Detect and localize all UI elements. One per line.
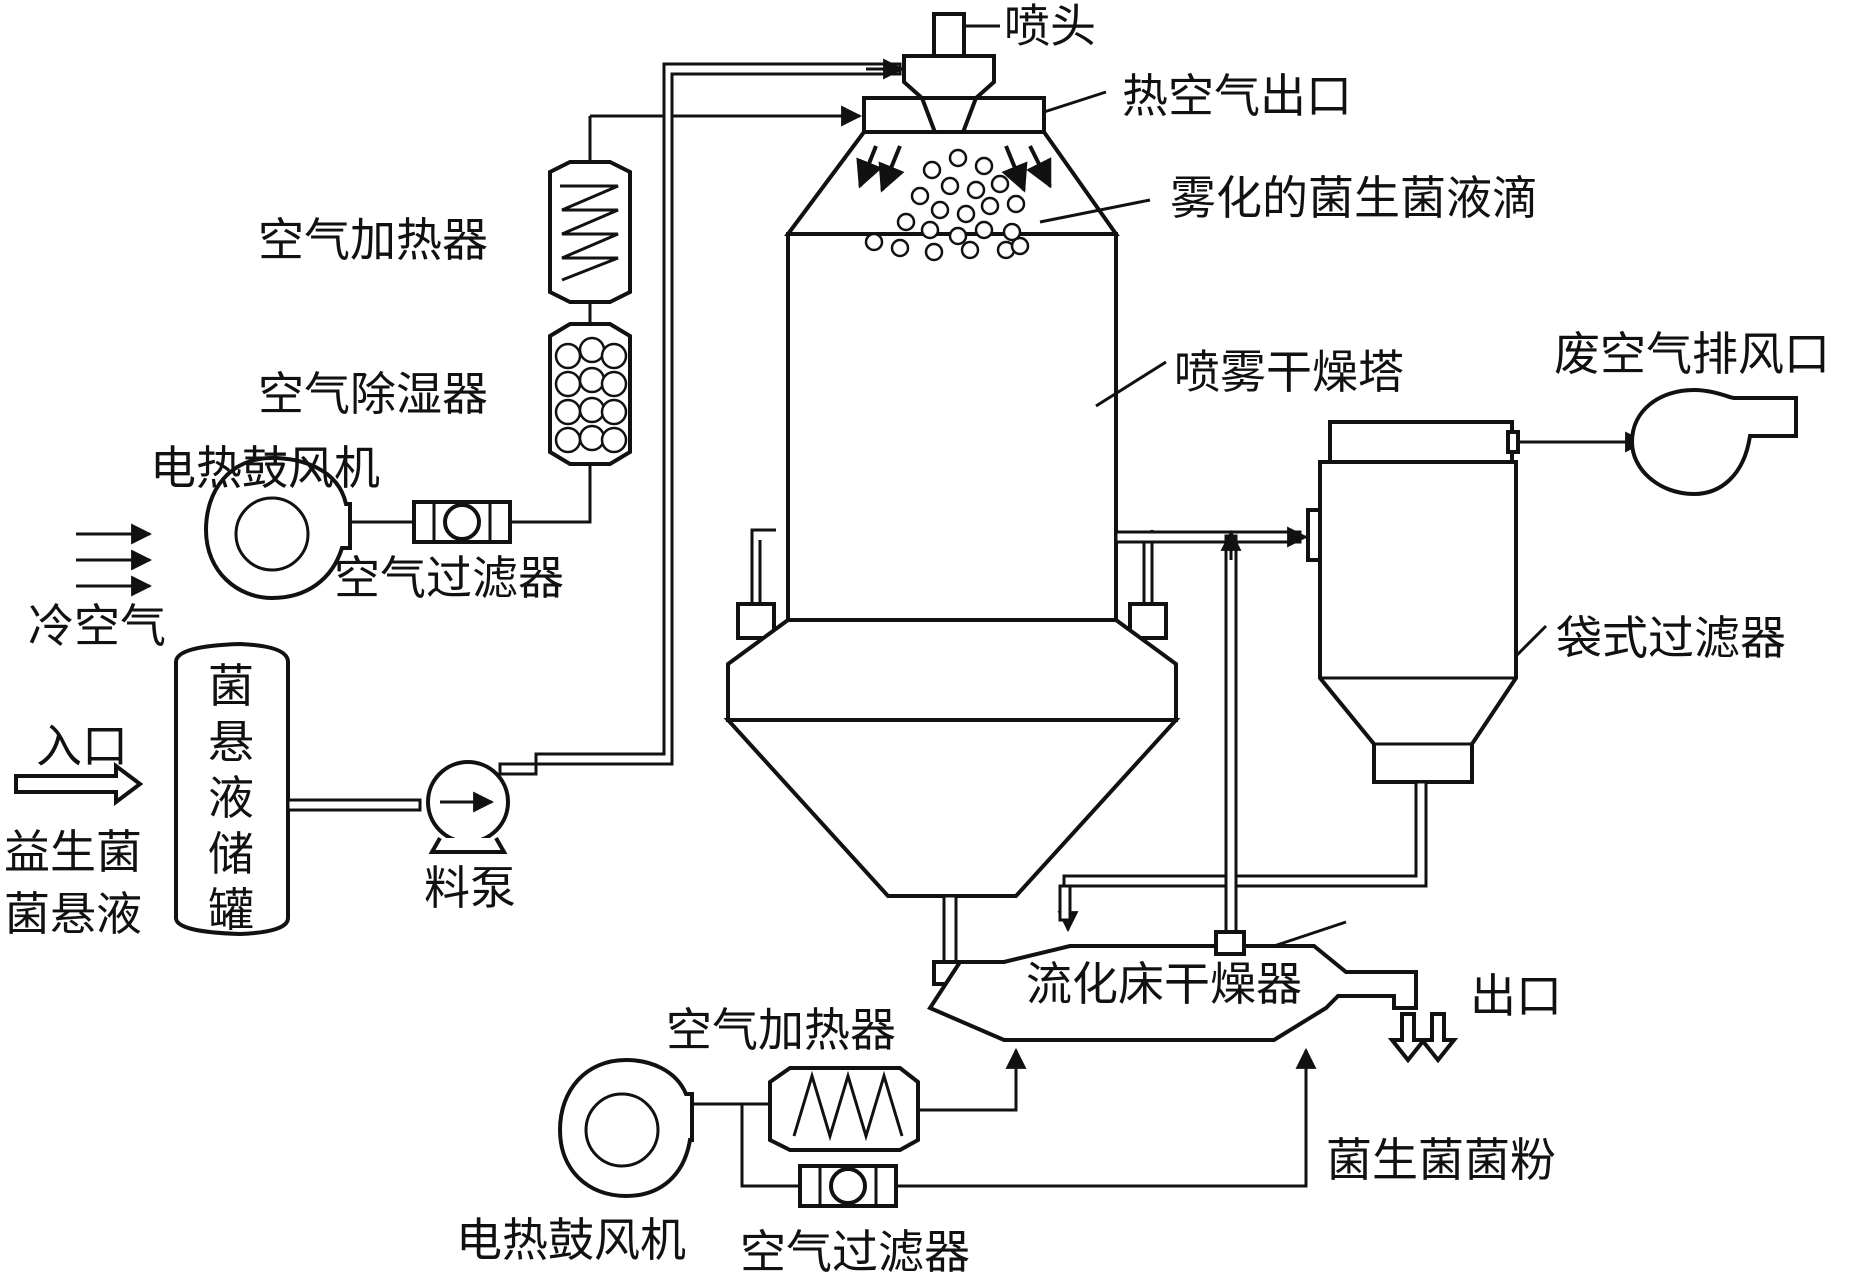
spray-drying-tower bbox=[723, 12, 1181, 986]
inlet-arrow bbox=[14, 762, 144, 806]
bag-filter-top-box bbox=[1328, 420, 1514, 464]
cold-air-arrows bbox=[76, 523, 153, 597]
label-feed-pump: 料泵 bbox=[424, 861, 516, 915]
outlet-arrow-1 bbox=[1387, 1012, 1429, 1064]
leader-lines bbox=[1039, 90, 1548, 658]
fluid-bed-dryer bbox=[927, 944, 1418, 1042]
tower-bottom-cone bbox=[723, 718, 1181, 898]
bag-filter-system bbox=[1057, 387, 1798, 933]
feed-system bbox=[14, 58, 905, 937]
label-blower-top: 电热鼓风机 bbox=[150, 441, 380, 495]
label-powder: 菌生菌菌粉 bbox=[1326, 1133, 1556, 1187]
blower-top bbox=[203, 455, 352, 601]
air-heater-top bbox=[548, 160, 632, 304]
fluid-bed-system bbox=[557, 529, 1459, 1208]
label-dehumidifier: 空气除湿器 bbox=[258, 367, 488, 421]
label-tank-char-4: 储 bbox=[208, 827, 254, 881]
label-outlet: 出口 bbox=[1470, 969, 1562, 1023]
label-air-heater-top: 空气加热器 bbox=[258, 213, 488, 267]
label-inlet: 入口 bbox=[36, 719, 128, 773]
label-cold-air: 冷空气 bbox=[28, 599, 166, 653]
feed-pump bbox=[426, 760, 538, 854]
label-tank-char-3: 液 bbox=[208, 771, 254, 825]
label-exhaust-fan: 废空气排风口 bbox=[1554, 327, 1830, 381]
label-fluid-bed: 流化床干燥器 bbox=[1026, 957, 1302, 1011]
label-tank-char-2: 悬 bbox=[208, 715, 254, 769]
outlet-arrow-2 bbox=[1417, 1012, 1459, 1064]
atomized-droplets bbox=[864, 148, 1030, 262]
label-spray-tower: 喷雾干燥塔 bbox=[1174, 345, 1404, 399]
labels: 喷头 热空气出口 雾化的菌生菌液滴 喷雾干燥塔 废空气排风口 袋式过滤器 空气加… bbox=[4, 0, 1830, 1278]
tower-skirt bbox=[726, 618, 1178, 722]
label-air-filter-bottom: 空气过滤器 bbox=[740, 1225, 970, 1278]
air-heater-bottom bbox=[768, 1066, 920, 1152]
blower-bottom bbox=[557, 1057, 694, 1199]
label-hot-air-outlet: 热空气出口 bbox=[1122, 69, 1352, 123]
label-tank-char-5: 罐 bbox=[208, 883, 254, 937]
label-blower-bottom: 电热鼓风机 bbox=[456, 1213, 686, 1267]
label-nozzle: 喷头 bbox=[1004, 0, 1096, 53]
label-tank-char-1: 菌 bbox=[208, 659, 254, 713]
dehumidifier-tubes bbox=[554, 336, 628, 454]
label-air-heater-bottom: 空气加热器 bbox=[666, 1003, 896, 1057]
tower-cylinder bbox=[786, 232, 1118, 622]
top-air-system bbox=[76, 105, 863, 601]
label-feed-liquid-line1: 益生菌 bbox=[4, 825, 142, 879]
label-atomized-droplets: 雾化的菌生菌液滴 bbox=[1170, 171, 1538, 225]
storage-tank bbox=[174, 641, 290, 937]
nozzle-stem bbox=[932, 12, 966, 58]
label-bag-filter: 袋式过滤器 bbox=[1556, 611, 1786, 665]
bag-filter-body bbox=[1318, 460, 1518, 784]
label-air-filter-top: 空气过滤器 bbox=[334, 551, 564, 605]
exhaust-fan bbox=[1629, 387, 1798, 497]
label-feed-liquid-line2: 菌悬液 bbox=[4, 887, 142, 941]
